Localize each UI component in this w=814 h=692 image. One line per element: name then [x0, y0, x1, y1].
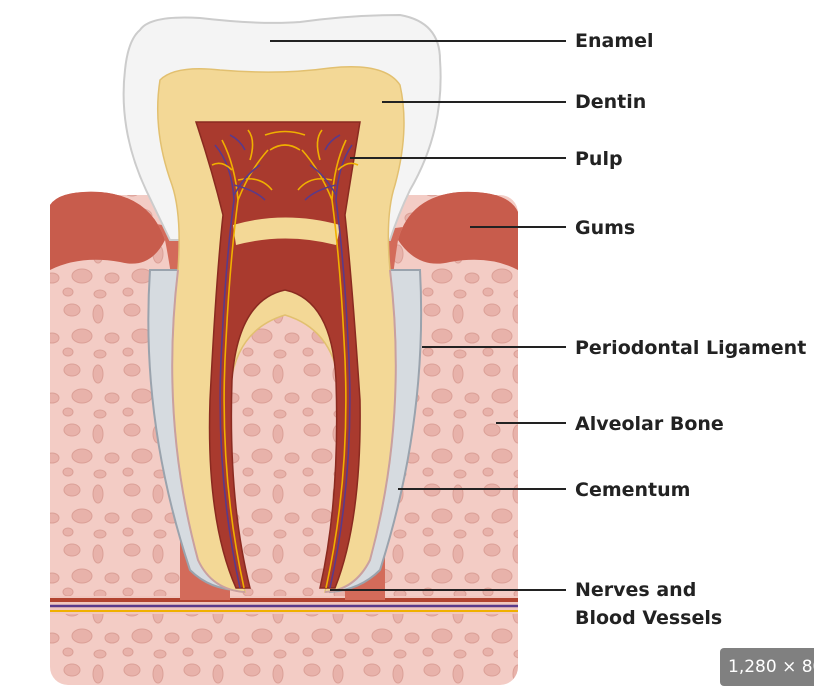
- label-nerves-line1: Nerves and: [575, 579, 697, 601]
- label-periodontal-ligament: Periodontal Ligament: [575, 337, 807, 359]
- label-dentin: Dentin: [575, 91, 647, 113]
- label-pulp: Pulp: [575, 148, 623, 170]
- label-alveolar-bone: Alveolar Bone: [575, 413, 724, 435]
- label-gums: Gums: [575, 217, 636, 239]
- image-size-badge: 1,280 × 80: [720, 648, 814, 686]
- nerves-and-blood-vessels: [211, 129, 359, 589]
- leader-lines: [270, 40, 566, 591]
- label-nerves-line2: Blood Vessels: [575, 607, 723, 629]
- label-nerves-and-blood-vessels: Nerves and Blood Vessels: [575, 576, 722, 632]
- cementum: [171, 269, 397, 593]
- label-enamel: Enamel: [575, 30, 654, 52]
- label-cementum: Cementum: [575, 479, 691, 501]
